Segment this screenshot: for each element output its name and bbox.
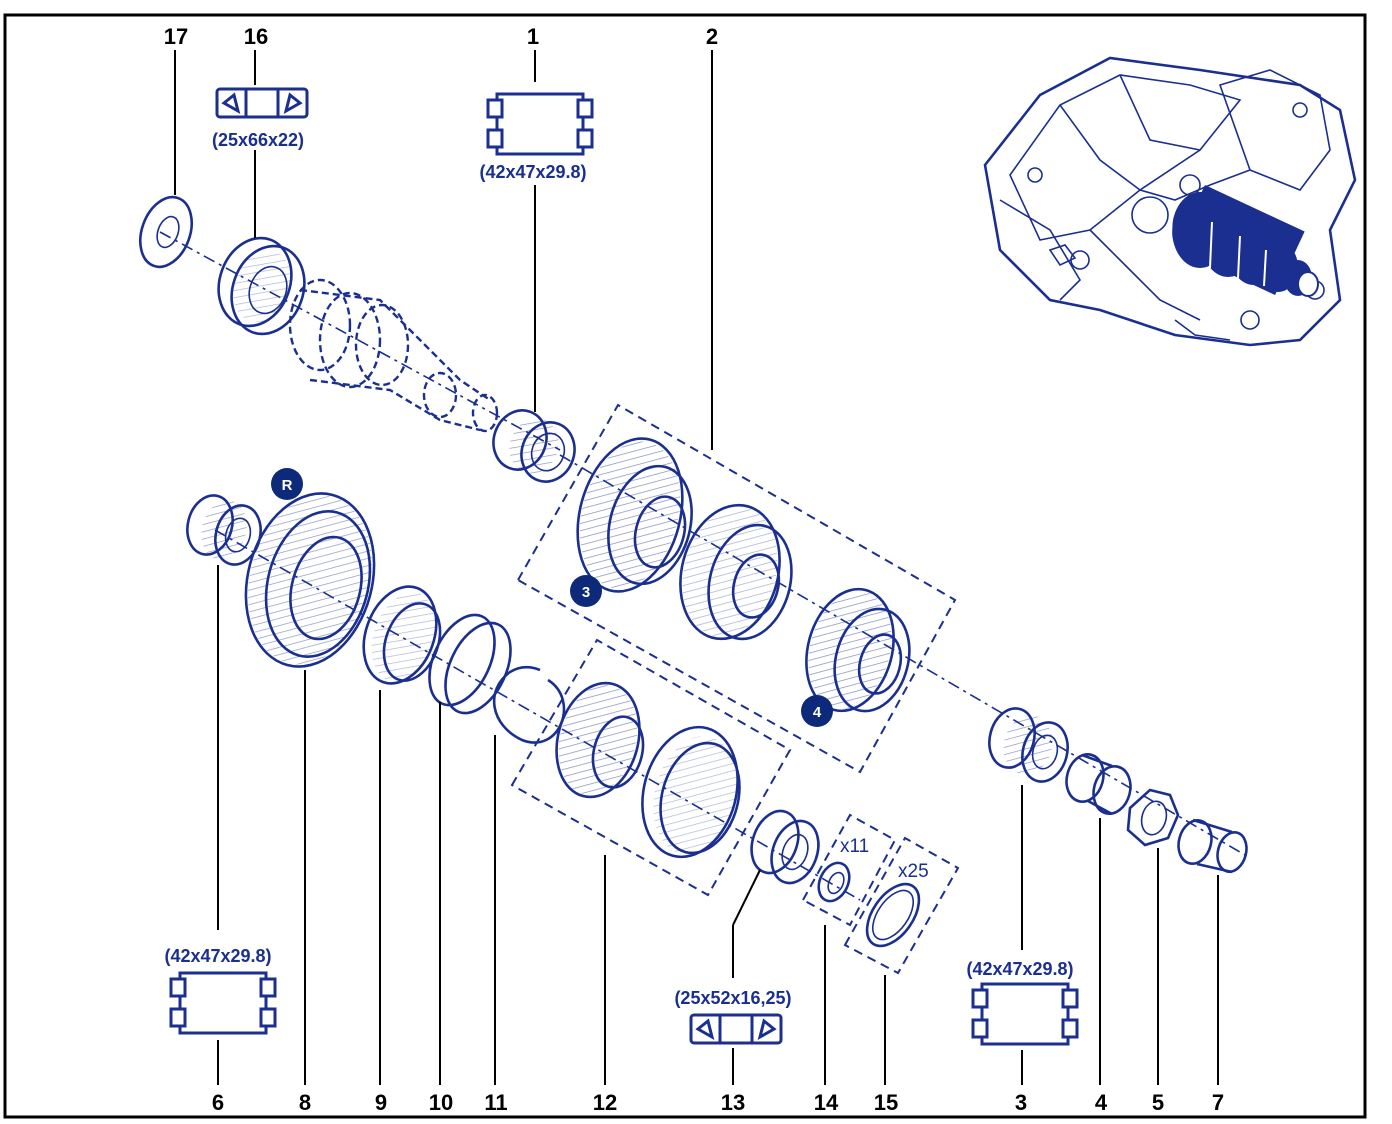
part-17-label: 17 (164, 24, 188, 49)
part-1-dimension: (42x47x29.8) (479, 162, 586, 182)
part-1-bearing-icon (486, 92, 594, 156)
part-7-bush (1177, 818, 1248, 874)
part-13-dimension: (25x52x16,25) (674, 988, 791, 1008)
part-3-needle-bearing (988, 707, 1069, 783)
part-14-shim (817, 861, 851, 903)
part-6-bearing-icon (169, 971, 277, 1035)
input-shaft-ghost (288, 278, 499, 433)
diagram-frame (3, 13, 1367, 1119)
part-1-label: 1 (527, 24, 539, 49)
badge-fourth: 4 (801, 695, 833, 727)
part-4-label: 4 (1095, 1090, 1108, 1115)
svg-text:R: R (282, 477, 293, 494)
part-9-label: 9 (375, 1090, 387, 1115)
part-5-lock-washer (1126, 788, 1180, 847)
part-5-label: 5 (1152, 1090, 1164, 1115)
part-12-label: 12 (593, 1090, 617, 1115)
badge-third: 3 (570, 575, 602, 607)
part-12-hub (555, 681, 645, 799)
part-3-dimension: (42x47x29.8) (966, 959, 1073, 979)
part-16-label: 16 (244, 24, 268, 49)
part-8-label: 8 (299, 1090, 311, 1115)
leader-lines (174, 50, 1219, 1085)
part-8-reverse-gear (244, 492, 376, 668)
part-16-bearing-icon (215, 87, 309, 119)
part-16-dimension: (25x66x22) (212, 130, 304, 150)
part-4-bush (1065, 753, 1132, 816)
part-15-quantity: x25 (898, 861, 929, 882)
gear-3 (576, 437, 693, 593)
part-16-ball-bearing (217, 236, 306, 336)
synchronizer-hub-3-4 (679, 503, 793, 641)
part-11-label: 11 (484, 1090, 507, 1115)
part-10-label: 10 (429, 1090, 453, 1115)
part-2-label: 2 (706, 24, 718, 49)
part-14-box (801, 813, 897, 927)
svg-text:4: 4 (813, 704, 822, 721)
part-2-group-box (516, 403, 957, 774)
part-12-group-box (510, 638, 792, 897)
part-14-label: 14 (814, 1090, 839, 1115)
part-6-label: 6 (212, 1090, 224, 1115)
part-1-needle-bearing (492, 409, 576, 483)
part-12-sleeve (641, 725, 741, 859)
badge-reverse: R (271, 468, 303, 500)
part-6-dimension: (42x47x29.8) (164, 946, 271, 966)
part-15-label: 15 (874, 1090, 898, 1115)
part-3-label: 3 (1015, 1090, 1027, 1115)
part-13-label: 13 (721, 1090, 745, 1115)
part-13-ball-bearing (750, 809, 820, 885)
svg-text:3: 3 (582, 584, 590, 601)
part-14-quantity: x11 (840, 836, 869, 857)
part-15-box (843, 836, 960, 975)
part-17-seal (139, 195, 193, 269)
part-15-washer (865, 882, 921, 948)
gearbox-housing-illustration (983, 56, 1357, 347)
gear-4 (805, 587, 911, 713)
part-13-bearing-icon (689, 1013, 783, 1045)
part-3-bearing-icon (971, 982, 1079, 1046)
input-shaft-axis (159, 231, 561, 451)
part-7-label: 7 (1212, 1090, 1224, 1115)
